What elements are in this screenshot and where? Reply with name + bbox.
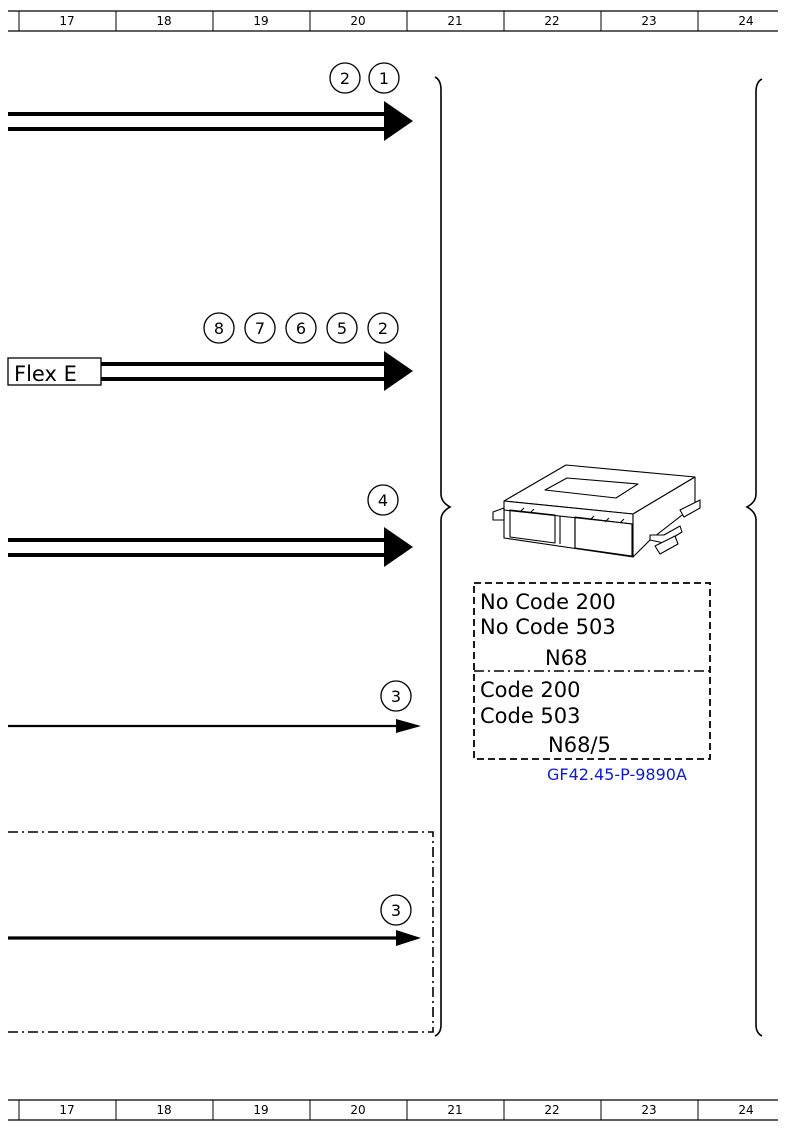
variant-box <box>473 582 711 760</box>
marker-circle: 8 <box>203 312 235 344</box>
left-curly-brace <box>434 76 452 1037</box>
grid-label-bottom: 17 <box>59 1103 74 1117</box>
grid-label-bottom: 22 <box>544 1103 559 1117</box>
marker-circle: 1 <box>368 62 400 94</box>
marker-circle: 2 <box>329 62 361 94</box>
grid-label-bottom: 21 <box>447 1103 462 1117</box>
marker-circle: 3 <box>380 680 412 712</box>
variant-b-id: N68/5 <box>548 733 611 757</box>
grid-label-top: 23 <box>641 14 656 28</box>
dash-dot-enclosure <box>8 831 434 1033</box>
grid-label-top: 18 <box>156 14 171 28</box>
grid-label-top: 20 <box>350 14 365 28</box>
marker-circle: 3 <box>380 894 412 926</box>
grid-label-bottom: 18 <box>156 1103 171 1117</box>
marker-label: 4 <box>378 491 388 510</box>
double-arrow-3 <box>8 527 413 567</box>
marker-label: 3 <box>391 687 401 706</box>
marker-circle: 7 <box>244 312 276 344</box>
grid-label-top: 17 <box>59 14 74 28</box>
flex-e-label: Flex E <box>14 362 77 386</box>
grid-label-bottom: 19 <box>253 1103 268 1117</box>
right-curly-brace <box>745 78 763 1037</box>
flex-e-tag: Flex E <box>7 357 102 386</box>
double-arrow-1 <box>8 101 413 141</box>
marker-label: 7 <box>255 319 265 338</box>
marker-label: 3 <box>391 901 401 920</box>
variant-b-line1: Code 200 <box>480 678 581 702</box>
grid-label-bottom: 20 <box>350 1103 365 1117</box>
marker-circle: 5 <box>326 312 358 344</box>
variant-b-line2: Code 503 <box>480 704 581 728</box>
grid-label-top: 24 <box>738 14 753 28</box>
marker-label: 2 <box>340 69 350 88</box>
bottom-grid-ruler: 17 18 19 20 21 22 23 24 <box>8 1099 778 1121</box>
variant-a-line2: No Code 503 <box>480 615 616 639</box>
grid-label-top: 22 <box>544 14 559 28</box>
single-arrow-thin <box>8 719 421 733</box>
marker-circle: 4 <box>367 484 399 516</box>
variant-a-id: N68 <box>545 646 587 670</box>
grid-label-top: 21 <box>447 14 462 28</box>
reference-code: GF42.45-P-9890A <box>547 765 687 784</box>
grid-label-top: 19 <box>253 14 268 28</box>
double-arrow-2 <box>100 351 413 391</box>
control-unit-module-icon <box>492 464 701 558</box>
marker-label: 8 <box>214 319 224 338</box>
marker-label: 1 <box>379 69 389 88</box>
grid-label-bottom: 23 <box>641 1103 656 1117</box>
variant-a-line1: No Code 200 <box>480 590 616 614</box>
top-grid-ruler: 17 18 19 20 21 22 23 24 <box>8 10 778 32</box>
marker-label: 2 <box>378 319 388 338</box>
marker-label: 5 <box>337 319 347 338</box>
single-arrow-thick <box>8 930 421 946</box>
marker-label: 6 <box>296 319 306 338</box>
marker-circle: 6 <box>285 312 317 344</box>
grid-label-bottom: 24 <box>738 1103 753 1117</box>
marker-circle: 2 <box>367 312 399 344</box>
